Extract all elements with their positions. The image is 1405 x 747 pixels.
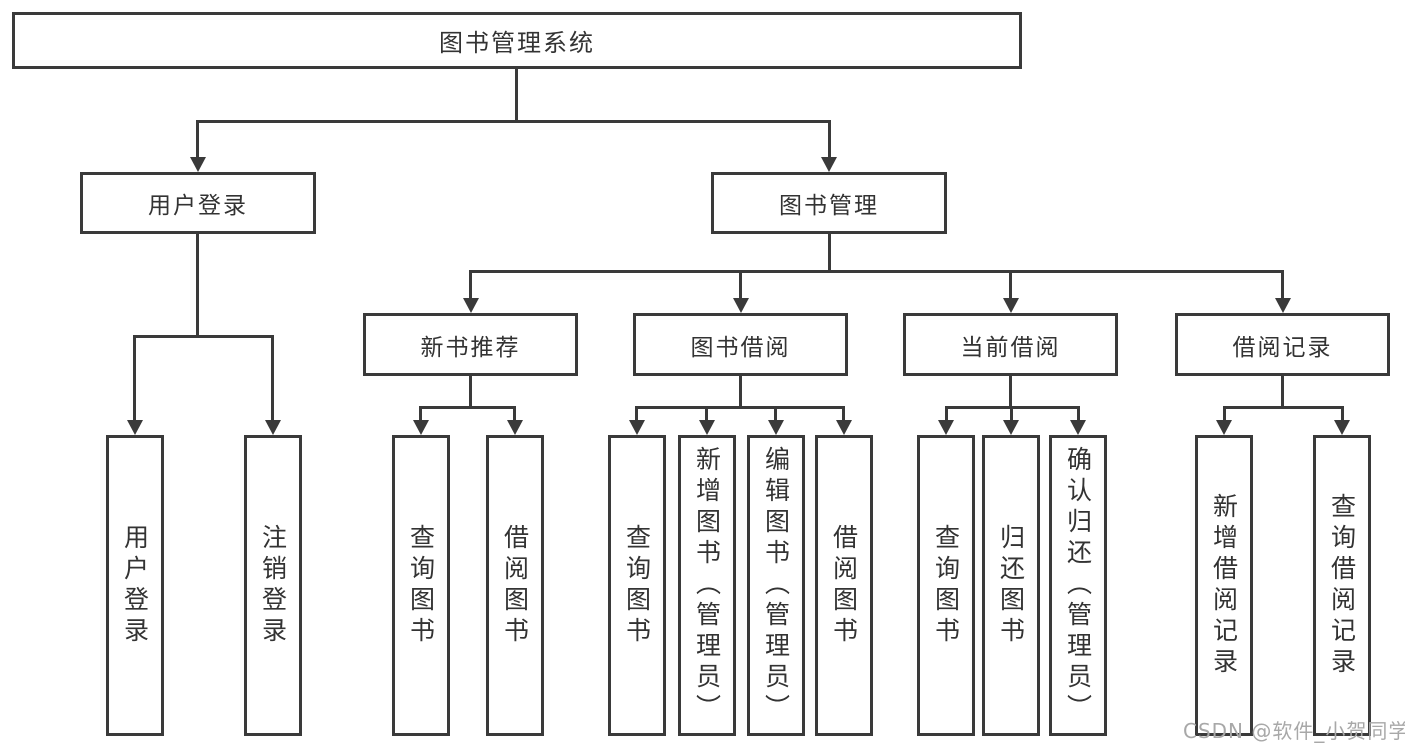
- leaf-return-books-label: 归还图书: [996, 523, 1026, 648]
- connector-line: [828, 120, 831, 160]
- connector-line: [419, 406, 422, 422]
- node-new-book-recommend: 新书推荐: [363, 313, 578, 376]
- arrow-down-icon: [733, 298, 749, 313]
- connector-line: [774, 406, 777, 422]
- connector-line: [133, 335, 274, 338]
- leaf-add-borrow-record-label: 新增借阅记录: [1209, 492, 1239, 679]
- leaf-query-books-current-label: 查询图书: [931, 523, 961, 648]
- arrow-down-icon: [768, 420, 784, 435]
- connector-line: [739, 270, 742, 300]
- node-user-login: 用户登录: [80, 172, 316, 234]
- leaf-user-login-label: 用户登录: [120, 523, 150, 648]
- connector-line: [1223, 406, 1343, 409]
- leaf-add-borrow-record: 新增借阅记录: [1195, 435, 1253, 736]
- node-new-book-recommend-label: 新书推荐: [420, 334, 521, 361]
- arrow-down-icon: [127, 420, 143, 435]
- connector-line: [469, 270, 1283, 273]
- node-current-borrowing-label: 当前借阅: [960, 334, 1061, 361]
- node-book-borrowing-label: 图书借阅: [690, 334, 791, 361]
- connector-line: [1281, 270, 1284, 300]
- leaf-logout-label: 注销登录: [258, 523, 288, 648]
- arrow-down-icon: [265, 420, 281, 435]
- connector-line: [469, 270, 472, 300]
- leaf-query-books-recommend-label: 查询图书: [406, 523, 436, 648]
- csdn-watermark: CSDN @软件_小贺同学: [1183, 719, 1405, 743]
- arrow-down-icon: [1003, 298, 1019, 313]
- connector-line: [1341, 406, 1344, 422]
- node-root-label: 图书管理系统: [439, 29, 595, 57]
- connector-line: [469, 375, 472, 408]
- connector-line: [636, 406, 845, 409]
- arrow-down-icon: [1070, 420, 1086, 435]
- connector-line: [196, 120, 831, 123]
- arrow-down-icon: [699, 420, 715, 435]
- arrow-down-icon: [413, 420, 429, 435]
- connector-line: [945, 406, 948, 422]
- connector-line: [196, 233, 199, 337]
- connector-line: [271, 335, 274, 420]
- leaf-logout: 注销登录: [244, 435, 302, 736]
- arrow-down-icon: [1216, 420, 1232, 435]
- arrow-down-icon: [463, 298, 479, 313]
- node-book-management: 图书管理: [711, 172, 947, 234]
- arrow-down-icon: [507, 420, 523, 435]
- connector-line: [842, 406, 845, 422]
- node-borrowing-records: 借阅记录: [1175, 313, 1390, 376]
- leaf-borrow-books-recommend: 借阅图书: [486, 435, 544, 736]
- leaf-query-books-recommend: 查询图书: [392, 435, 450, 736]
- connector-line: [515, 69, 518, 121]
- connector-line: [1077, 406, 1080, 422]
- leaf-borrow-books-borrowing: 借阅图书: [815, 435, 873, 736]
- node-user-login-label: 用户登录: [148, 193, 248, 219]
- arrow-down-icon: [629, 420, 645, 435]
- arrow-down-icon: [836, 420, 852, 435]
- node-current-borrowing: 当前借阅: [903, 313, 1118, 376]
- arrow-down-icon: [938, 420, 954, 435]
- connector-line: [635, 406, 638, 422]
- connector-line: [1010, 406, 1013, 422]
- connector-line: [739, 375, 742, 408]
- connector-line: [1009, 375, 1012, 408]
- connector-line: [705, 406, 708, 422]
- leaf-add-book-admin: 新增图书（管理员）: [678, 435, 736, 736]
- connector-line: [196, 120, 199, 160]
- leaf-confirm-return-admin: 确认归还（管理员）: [1049, 435, 1107, 736]
- leaf-query-borrow-record: 查询借阅记录: [1313, 435, 1371, 736]
- leaf-edit-book-admin-label: 编辑图书（管理员）: [761, 446, 791, 725]
- connector-line: [420, 406, 515, 409]
- connector-line: [1223, 406, 1226, 422]
- connector-line: [513, 406, 516, 422]
- leaf-user-login: 用户登录: [106, 435, 164, 736]
- leaf-query-borrow-record-label: 查询借阅记录: [1327, 492, 1357, 679]
- leaf-borrow-books-recommend-label: 借阅图书: [500, 523, 530, 648]
- leaf-add-book-admin-label: 新增图书（管理员）: [692, 446, 722, 725]
- arrow-down-icon: [1334, 420, 1350, 435]
- leaf-return-books: 归还图书: [982, 435, 1040, 736]
- leaf-confirm-return-admin-label: 确认归还（管理员）: [1063, 446, 1093, 725]
- arrow-down-icon: [1275, 298, 1291, 313]
- arrow-down-icon: [190, 157, 206, 172]
- leaf-query-books-current: 查询图书: [917, 435, 975, 736]
- arrow-down-icon: [821, 157, 837, 172]
- leaf-query-books-borrowing-label: 查询图书: [622, 523, 652, 648]
- leaf-query-books-borrowing: 查询图书: [608, 435, 666, 736]
- leaf-borrow-books-borrowing-label: 借阅图书: [829, 523, 859, 648]
- node-book-borrowing: 图书借阅: [633, 313, 848, 376]
- connector-line: [1281, 375, 1284, 408]
- node-root: 图书管理系统: [12, 12, 1022, 69]
- node-book-management-label: 图书管理: [779, 193, 879, 219]
- connector-line: [1009, 270, 1012, 300]
- connector-line: [133, 335, 136, 420]
- node-borrowing-records-label: 借阅记录: [1232, 334, 1333, 361]
- leaf-edit-book-admin: 编辑图书（管理员）: [747, 435, 805, 736]
- connector-line: [828, 233, 831, 272]
- arrow-down-icon: [1003, 420, 1019, 435]
